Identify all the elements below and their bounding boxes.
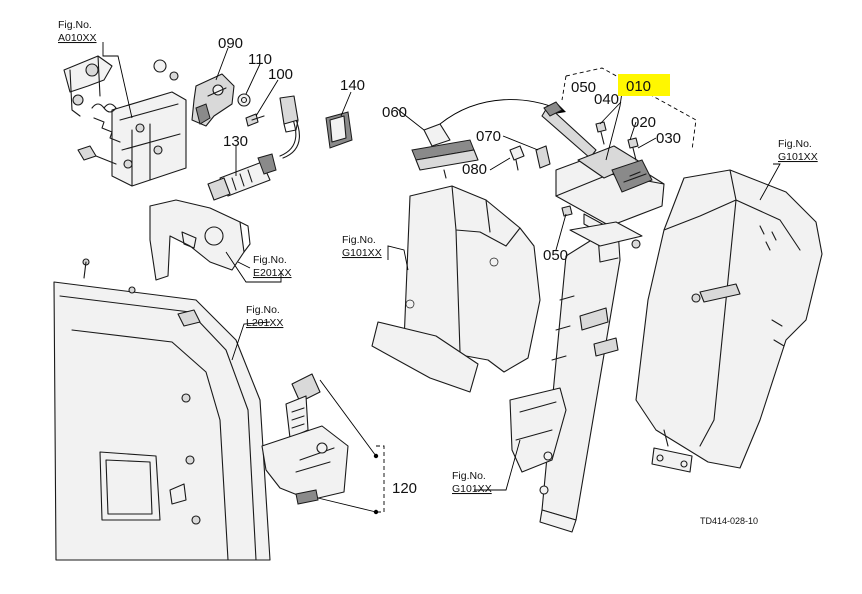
label-070[interactable]: 070 (476, 128, 501, 145)
label-110[interactable]: 110 (248, 51, 272, 68)
steering-column (509, 221, 643, 533)
sensor-body-090 (191, 73, 235, 127)
bracket-120-marker (317, 379, 385, 515)
pad-140 (325, 111, 353, 149)
lever-boot-060 (411, 123, 479, 179)
figure-references: Fig.No. A010XX Fig.No. E201XX Fig.No. G1… (58, 19, 818, 495)
pedal-bracket-assembly (63, 55, 187, 187)
label-120[interactable]: 120 (392, 480, 417, 497)
fig-ref-l201-code: L201XX (246, 317, 283, 329)
fig-ref-g101-bottom-label: Fig.No. (452, 470, 486, 482)
switch-group-dashed-left (561, 75, 567, 101)
label-090[interactable]: 090 (218, 35, 243, 52)
rear-cover-panel (635, 169, 823, 473)
screw-020 (627, 137, 639, 161)
label-100[interactable]: 100 (268, 66, 293, 83)
fig-ref-l201-label: Fig.No. (246, 304, 280, 316)
fig-ref-g101-bottom-code: G101XX (452, 483, 492, 495)
screw-050 (561, 205, 573, 217)
bolt-100 (245, 113, 265, 127)
label-130[interactable]: 130 (223, 133, 248, 150)
fig-ref-e201[interactable]: Fig.No. E201XX (253, 254, 292, 279)
label-060[interactable]: 060 (382, 104, 407, 121)
fig-ref-g101-right-code: G101XX (778, 151, 818, 163)
lower-bracket-plate (149, 199, 251, 281)
label-010[interactable]: 010 (626, 78, 651, 95)
combination-switch-010 (541, 101, 665, 237)
label-050-top[interactable]: 050 (571, 79, 596, 96)
leader-lines (102, 42, 781, 491)
label-020[interactable]: 020 (631, 114, 656, 131)
left-frame-panel (53, 258, 271, 561)
fig-ref-g101-right[interactable]: Fig.No. G101XX (778, 138, 818, 163)
fig-ref-g101-right-label: Fig.No. (778, 138, 812, 150)
clip-070 (535, 145, 551, 169)
label-140[interactable]: 140 (340, 77, 365, 94)
part-number-labels: 090 110 100 140 130 060 050 010 040 070 … (218, 35, 681, 497)
fig-ref-g101-left-label: Fig.No. (342, 234, 376, 246)
label-080[interactable]: 080 (462, 161, 487, 178)
label-040[interactable]: 040 (594, 91, 619, 108)
fig-ref-l201[interactable]: Fig.No. L201XX (246, 304, 283, 329)
screw-040 (595, 121, 607, 145)
fig-ref-g101-left-code: G101XX (342, 247, 382, 259)
fig-ref-e201-label: Fig.No. (253, 254, 287, 266)
fig-ref-g101-bottom[interactable]: Fig.No. G101XX (452, 470, 492, 495)
fig-ref-e201-code: E201XX (253, 267, 292, 279)
lever-leader-arrow (439, 99, 561, 125)
drawing-code: TD414-028-10 (700, 516, 758, 526)
fig-ref-g101-left[interactable]: Fig.No. G101XX (342, 234, 382, 259)
wiring-harness (279, 95, 300, 159)
washer-110 (237, 93, 251, 107)
switch-130 (207, 153, 277, 201)
fig-ref-a010-code: A010XX (58, 32, 97, 44)
label-030[interactable]: 030 (656, 130, 681, 147)
fig-ref-a010-label: Fig.No. (58, 19, 92, 31)
label-050-bottom[interactable]: 050 (543, 247, 568, 264)
switch-120-assembly (261, 373, 349, 505)
fig-ref-a010[interactable]: Fig.No. A010XX (58, 19, 97, 44)
front-cover-panel (371, 185, 541, 393)
screw-080 (509, 145, 525, 171)
highlight-010 (618, 74, 670, 96)
